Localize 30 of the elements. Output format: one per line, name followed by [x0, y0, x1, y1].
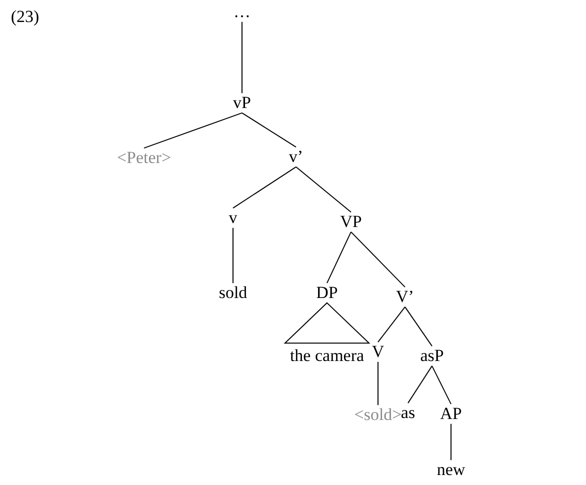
tree-node-label: <Peter>	[116, 149, 172, 167]
tree-node-label: AP	[440, 405, 462, 423]
tree-node-label: vP	[233, 94, 251, 112]
tree-branch	[350, 231, 406, 288]
tree-branch	[144, 112, 242, 149]
triangle-branch	[284, 302, 370, 344]
tree-node-label: V	[372, 343, 384, 361]
ellipsis-label: …	[234, 3, 250, 21]
tree-node-label: V’	[396, 288, 414, 306]
tree-branch	[404, 306, 432, 347]
tree-node-label: sold	[218, 284, 248, 302]
tree-node-label: v’	[288, 148, 304, 166]
example-number: (23)	[10, 8, 40, 26]
tree-node-label: the camera	[290, 347, 364, 365]
tree-node-label: DP	[316, 284, 338, 302]
tree-node-label: new	[436, 461, 466, 479]
tree-node-label: VP	[340, 213, 362, 231]
tree-branch	[242, 112, 296, 148]
tree-branch	[232, 227, 234, 284]
tree-node-label: asP	[420, 347, 444, 365]
tree-branch	[232, 166, 296, 209]
tree-branch	[450, 423, 452, 461]
tree-node-label: as	[400, 404, 416, 422]
tree-node-label: <sold>	[354, 406, 402, 424]
tree-branch	[408, 365, 432, 404]
tree-branch	[326, 231, 352, 284]
tree-branch	[378, 306, 406, 343]
tree-branch	[432, 365, 452, 405]
tree-branch	[296, 166, 352, 213]
tree-node-label: v	[228, 209, 238, 227]
